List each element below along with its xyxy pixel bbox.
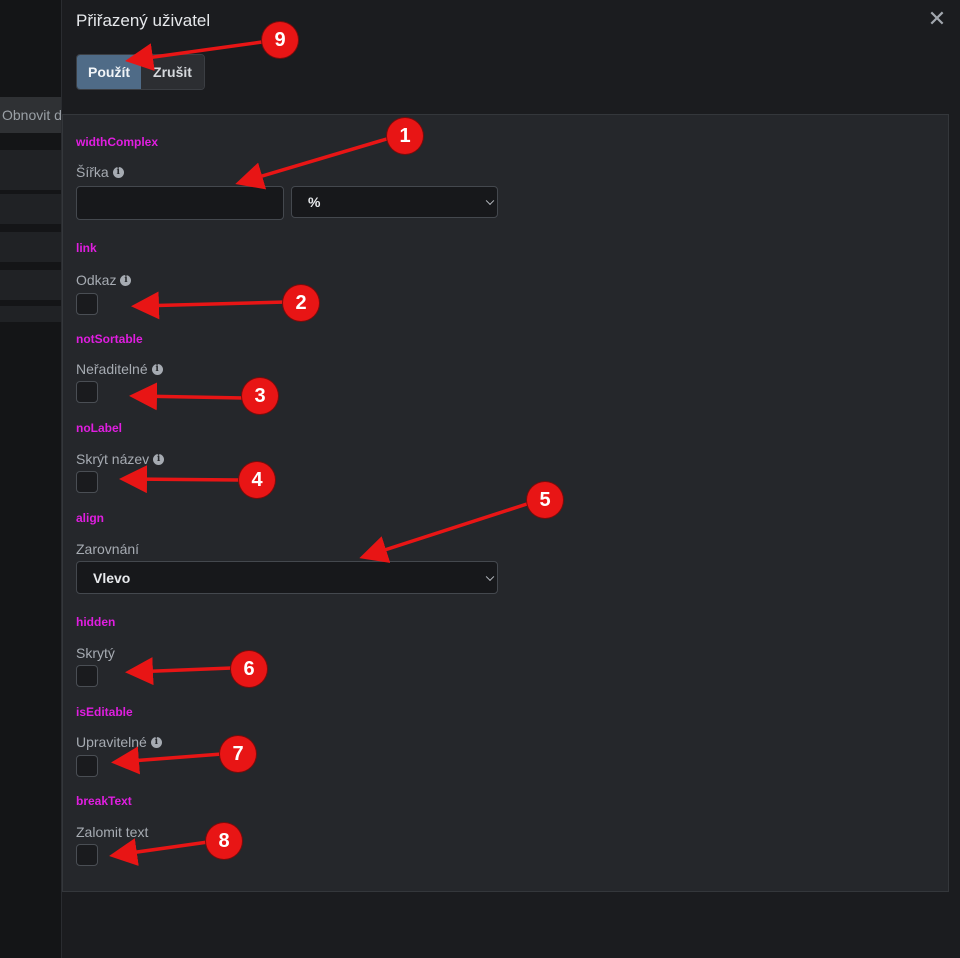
not-sortable-checkbox[interactable] — [76, 381, 98, 403]
annotation-badge: 9 — [262, 22, 298, 58]
annotation-badge: 3 — [242, 378, 278, 414]
info-icon[interactable]: i — [151, 363, 163, 375]
no-label-label: Skrýt název i — [76, 451, 165, 467]
is-editable-label-text: Upravitelné — [76, 734, 147, 750]
break-text-label-text: Zalomit text — [76, 824, 149, 840]
info-icon[interactable]: i — [153, 453, 165, 465]
annotation-badge: 2 — [283, 285, 319, 321]
field-key-break-text: breakText — [76, 794, 132, 808]
background-app: Obnovit data — [0, 0, 61, 958]
link-label: Odkaz i — [76, 272, 132, 288]
width-input[interactable] — [76, 186, 284, 220]
no-label-checkbox[interactable] — [76, 471, 98, 493]
width-unit-select[interactable]: % — [291, 186, 498, 218]
info-icon[interactable]: i — [112, 166, 124, 178]
annotation-badge: 4 — [239, 462, 275, 498]
field-key-hidden: hidden — [76, 615, 116, 629]
dialog-action-buttons: Použít Zrušit — [76, 54, 205, 90]
is-editable-checkbox[interactable] — [76, 755, 98, 777]
link-label-text: Odkaz — [76, 272, 117, 288]
not-sortable-label: Neřaditelné i — [76, 361, 163, 377]
align-value: Vlevo — [93, 569, 131, 586]
no-label-label-text: Skrýt název — [76, 451, 150, 467]
apply-button[interactable]: Použít — [77, 55, 141, 89]
annotation-badge: 7 — [220, 736, 256, 772]
align-label-text: Zarovnání — [76, 541, 140, 557]
chevron-down-icon — [485, 572, 495, 581]
hidden-checkbox[interactable] — [76, 665, 98, 687]
align-select[interactable]: Vlevo — [76, 561, 498, 594]
info-icon[interactable]: i — [150, 736, 162, 748]
is-editable-label: Upravitelné i — [76, 734, 162, 750]
annotation-badge: 6 — [231, 651, 267, 687]
field-key-no-label: noLabel — [76, 421, 123, 435]
background-row — [0, 150, 61, 190]
chevron-down-icon — [485, 196, 495, 206]
hidden-label: Skrytý — [76, 645, 115, 661]
info-icon[interactable]: i — [120, 274, 132, 286]
hidden-label-text: Skrytý — [76, 645, 115, 661]
field-key-is-editable: isEditable — [76, 705, 133, 719]
background-row — [0, 232, 61, 262]
dialog-title: Přiřazený uživatel — [76, 11, 211, 30]
refresh-button[interactable]: Obnovit data — [0, 97, 61, 133]
annotation-badge: 5 — [527, 482, 563, 518]
break-text-checkbox[interactable] — [76, 844, 98, 866]
width-unit-value: % — [308, 194, 321, 210]
cancel-button[interactable]: Zrušit — [141, 55, 204, 89]
background-row — [0, 306, 61, 322]
width-label-text: Šířka — [76, 164, 109, 180]
field-key-not-sortable: notSortable — [76, 332, 143, 346]
background-row — [0, 194, 61, 224]
background-row — [0, 270, 61, 300]
link-checkbox[interactable] — [76, 293, 98, 315]
annotation-badge: 1 — [387, 118, 423, 154]
field-key-align: align — [76, 511, 105, 525]
width-label: Šířka i — [76, 164, 124, 180]
field-key-width: widthComplex — [76, 135, 159, 149]
field-key-link: link — [76, 241, 97, 255]
annotation-badge: 8 — [206, 823, 242, 859]
align-label: Zarovnání — [76, 541, 139, 557]
break-text-label: Zalomit text — [76, 824, 148, 840]
column-settings-dialog: Přiřazený uživatel ✕ Použít Zrušit width… — [61, 0, 960, 958]
not-sortable-label-text: Neřaditelné — [76, 361, 148, 377]
close-icon[interactable]: ✕ — [927, 6, 947, 31]
settings-panel: widthComplex Šířka i % link Odkaz i notS… — [62, 114, 949, 892]
